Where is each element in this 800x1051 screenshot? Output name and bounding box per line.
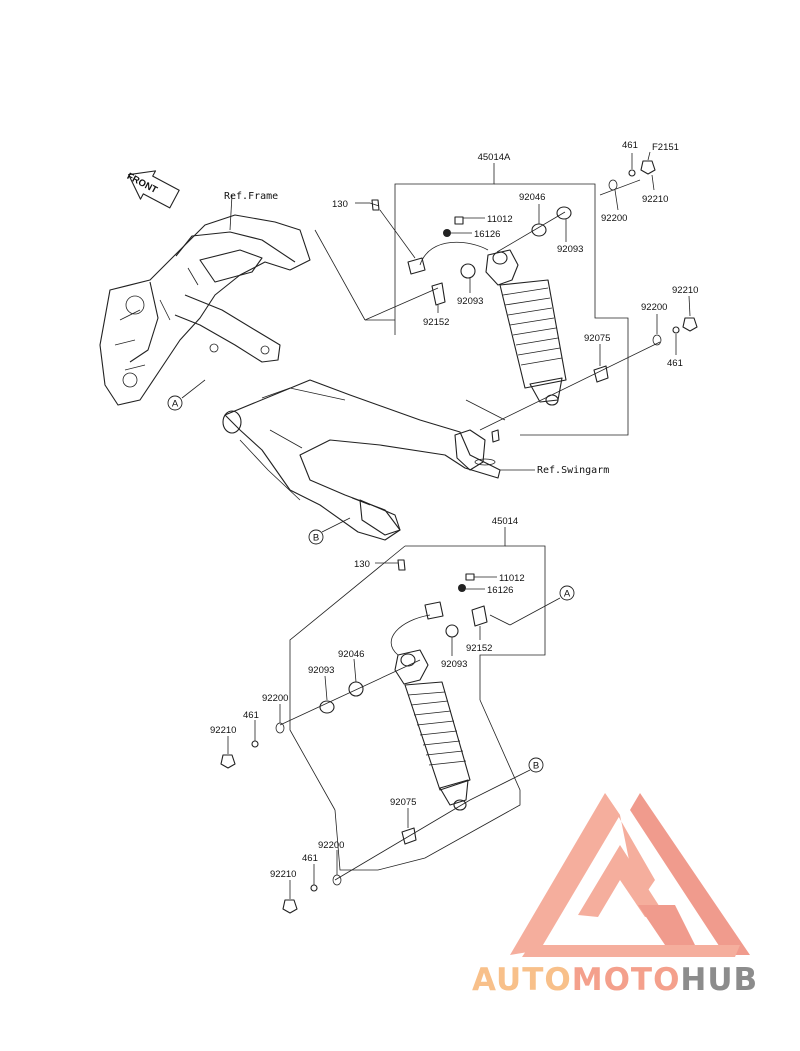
lower-92046-label: 92046 — [338, 649, 364, 660]
lower-92093b-label: 92093 — [308, 665, 334, 676]
ref-frame-label: Ref.Frame — [224, 191, 278, 202]
lower-461b-label: 461 — [302, 853, 318, 864]
assembly-45014-label: 45014 — [492, 516, 518, 527]
lower-92200b-label: 92200 — [318, 840, 344, 851]
lower-92075-label: 92075 — [390, 797, 416, 808]
upper-92093a-label: 92093 — [557, 244, 583, 255]
ref-swingarm-label: Ref.Swingarm — [537, 465, 609, 476]
lower-92152-label: 92152 — [466, 643, 492, 654]
upper-130-label: 130 — [332, 199, 348, 210]
wordmark-part1: AUTO — [472, 962, 572, 998]
upper-461a-label: 461 — [622, 140, 638, 151]
upper-11012-label: 11012 — [487, 214, 513, 225]
upper-92210a-label: 92210 — [642, 194, 668, 205]
upper-92200a-label: 92200 — [601, 213, 627, 224]
front-arrow: FRONT — [125, 170, 180, 209]
upper-shock-assembly: 45014A — [314, 140, 698, 443]
lower-92210b-label: 92210 — [270, 869, 296, 880]
lower-130-label: 130 — [354, 559, 370, 570]
automotohub-wordmark: AUTOMOTOHUB — [472, 962, 800, 998]
upper-92093b-label: 92093 — [457, 296, 483, 307]
callout-a-top: A — [167, 379, 206, 411]
upper-92200b-label: 92200 — [641, 302, 667, 313]
svg-text:A: A — [564, 589, 571, 600]
upper-16126-label: 16126 — [474, 229, 500, 240]
automotohub-logo — [510, 793, 750, 957]
lower-16126-label: 16126 — [487, 585, 513, 596]
swingarm-drawing: Ref.Swingarm — [222, 379, 609, 541]
lower-461a-label: 461 — [243, 710, 259, 721]
upper-461b-label: 461 — [667, 358, 683, 369]
callout-b-top: B — [308, 517, 351, 545]
lower-92210a-label: 92210 — [210, 725, 236, 736]
lower-92200a-label: 92200 — [262, 693, 288, 704]
svg-text:B: B — [313, 533, 319, 544]
svg-text:B: B — [533, 761, 539, 772]
wordmark-part3: HUB — [680, 962, 759, 998]
upper-92210b-label: 92210 — [672, 285, 698, 296]
wordmark-part2: MOTO — [571, 962, 681, 998]
callout-a-bottom: A — [559, 585, 575, 601]
callout-b-bottom: B — [528, 757, 544, 773]
upper-f2151-label: F2151 — [652, 142, 679, 153]
lower-92093a-label: 92093 — [441, 659, 467, 670]
lower-11012-label: 11012 — [499, 573, 525, 584]
lower-shock-assembly: 45014 1 — [210, 516, 561, 914]
svg-text:A: A — [172, 399, 179, 410]
assembly-45014a-label: 45014A — [478, 152, 511, 163]
upper-92152-label: 92152 — [423, 317, 449, 328]
upper-92075-label: 92075 — [584, 333, 610, 344]
frame-drawing: Ref.Frame — [99, 191, 311, 406]
upper-92046-label: 92046 — [519, 192, 545, 203]
